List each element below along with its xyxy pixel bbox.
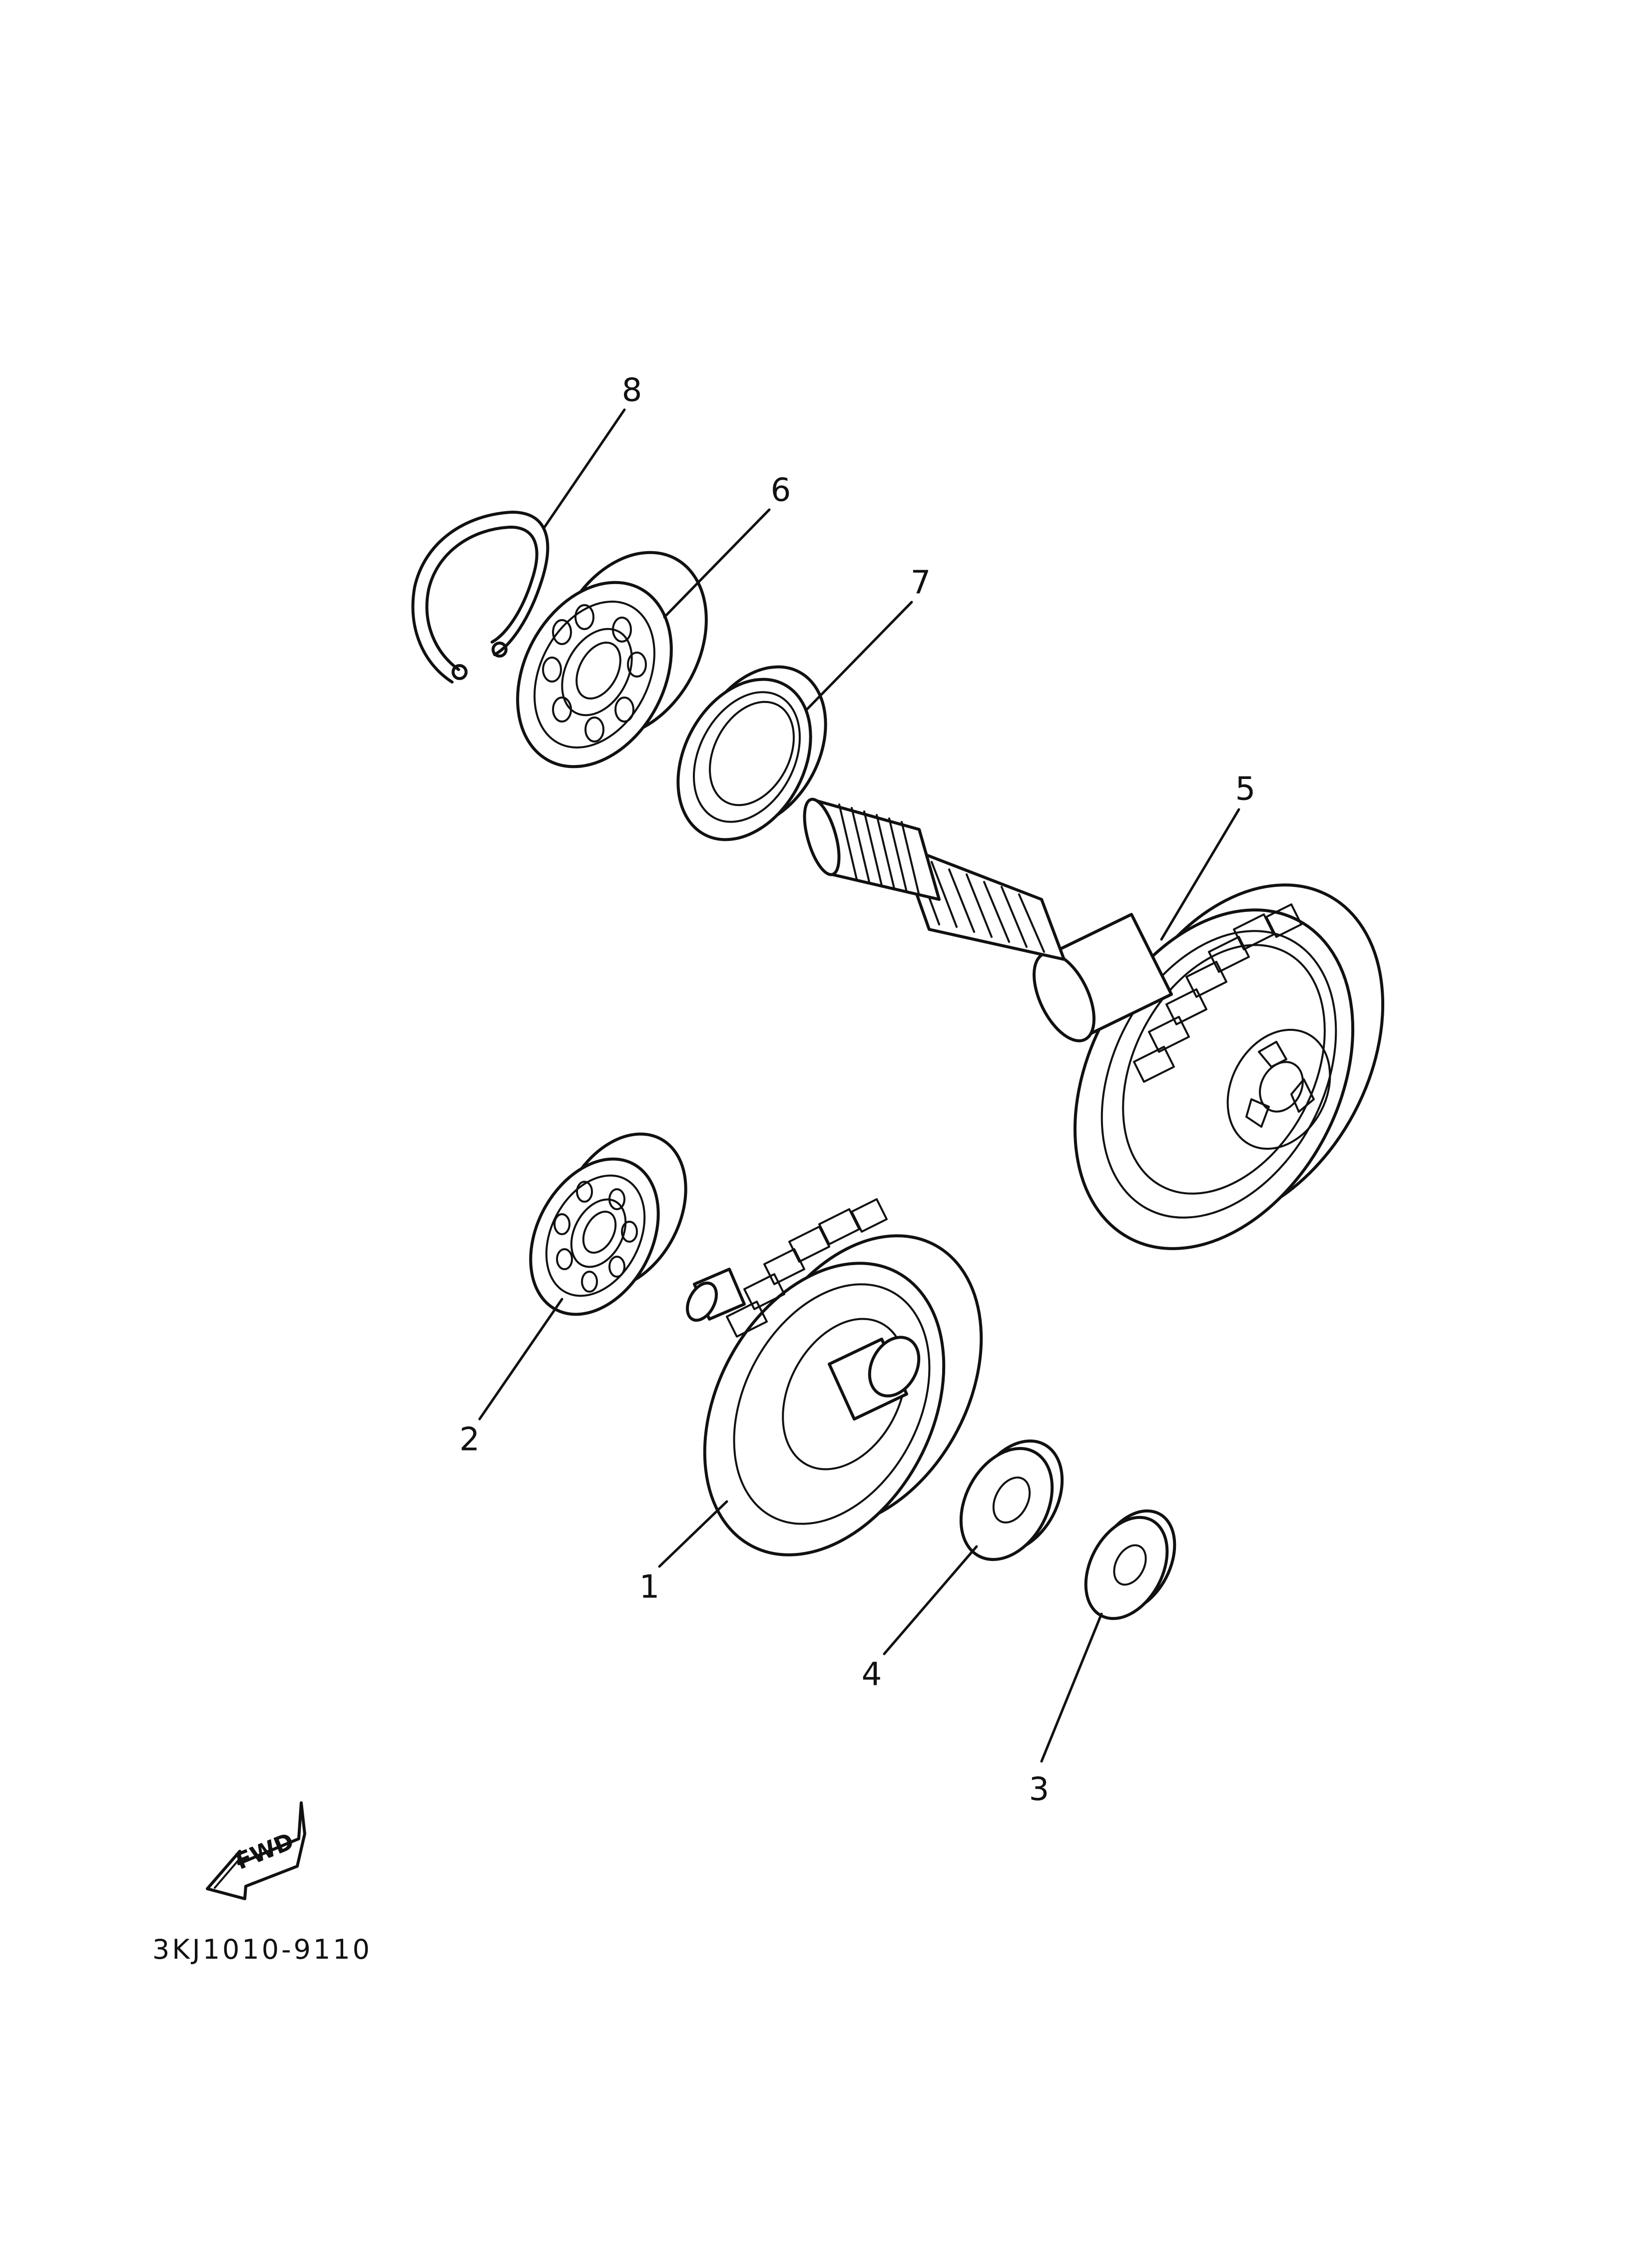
- leader-lines: [478, 408, 1240, 1763]
- callout-2: 2: [460, 1422, 480, 1459]
- oil-seal-part-7: [676, 665, 827, 841]
- callout-6: 6: [771, 472, 791, 509]
- circlip-part-8: [411, 511, 550, 684]
- callout-8: 8: [622, 372, 642, 409]
- leader-4: [883, 1545, 978, 1655]
- leader-5: [1160, 808, 1240, 941]
- callout-1: 1: [639, 1569, 660, 1606]
- gear-part-1: [686, 1198, 983, 1556]
- callout-4: 4: [862, 1656, 882, 1693]
- callout-5: 5: [1235, 771, 1256, 808]
- diagram-code: 3KJ1010-9110: [152, 1934, 372, 1965]
- bearing-part-2: [529, 1132, 687, 1316]
- leader-2: [478, 1298, 563, 1421]
- fwd-label: FWD: [232, 1827, 298, 1875]
- washer-part-3: [1084, 1509, 1176, 1620]
- leader-3: [1040, 1612, 1103, 1763]
- leader-7: [805, 601, 913, 711]
- fwd-arrow-icon: FWD: [206, 1801, 306, 1900]
- washer-part-4: [959, 1439, 1064, 1561]
- leader-1: [658, 1500, 728, 1568]
- bearing-part-6: [516, 551, 708, 768]
- drive-shaft-part-5: [803, 797, 1385, 1250]
- leader-8: [543, 408, 626, 529]
- leader-6: [663, 508, 771, 619]
- callout-3: 3: [1029, 1771, 1050, 1808]
- callout-7: 7: [911, 565, 931, 602]
